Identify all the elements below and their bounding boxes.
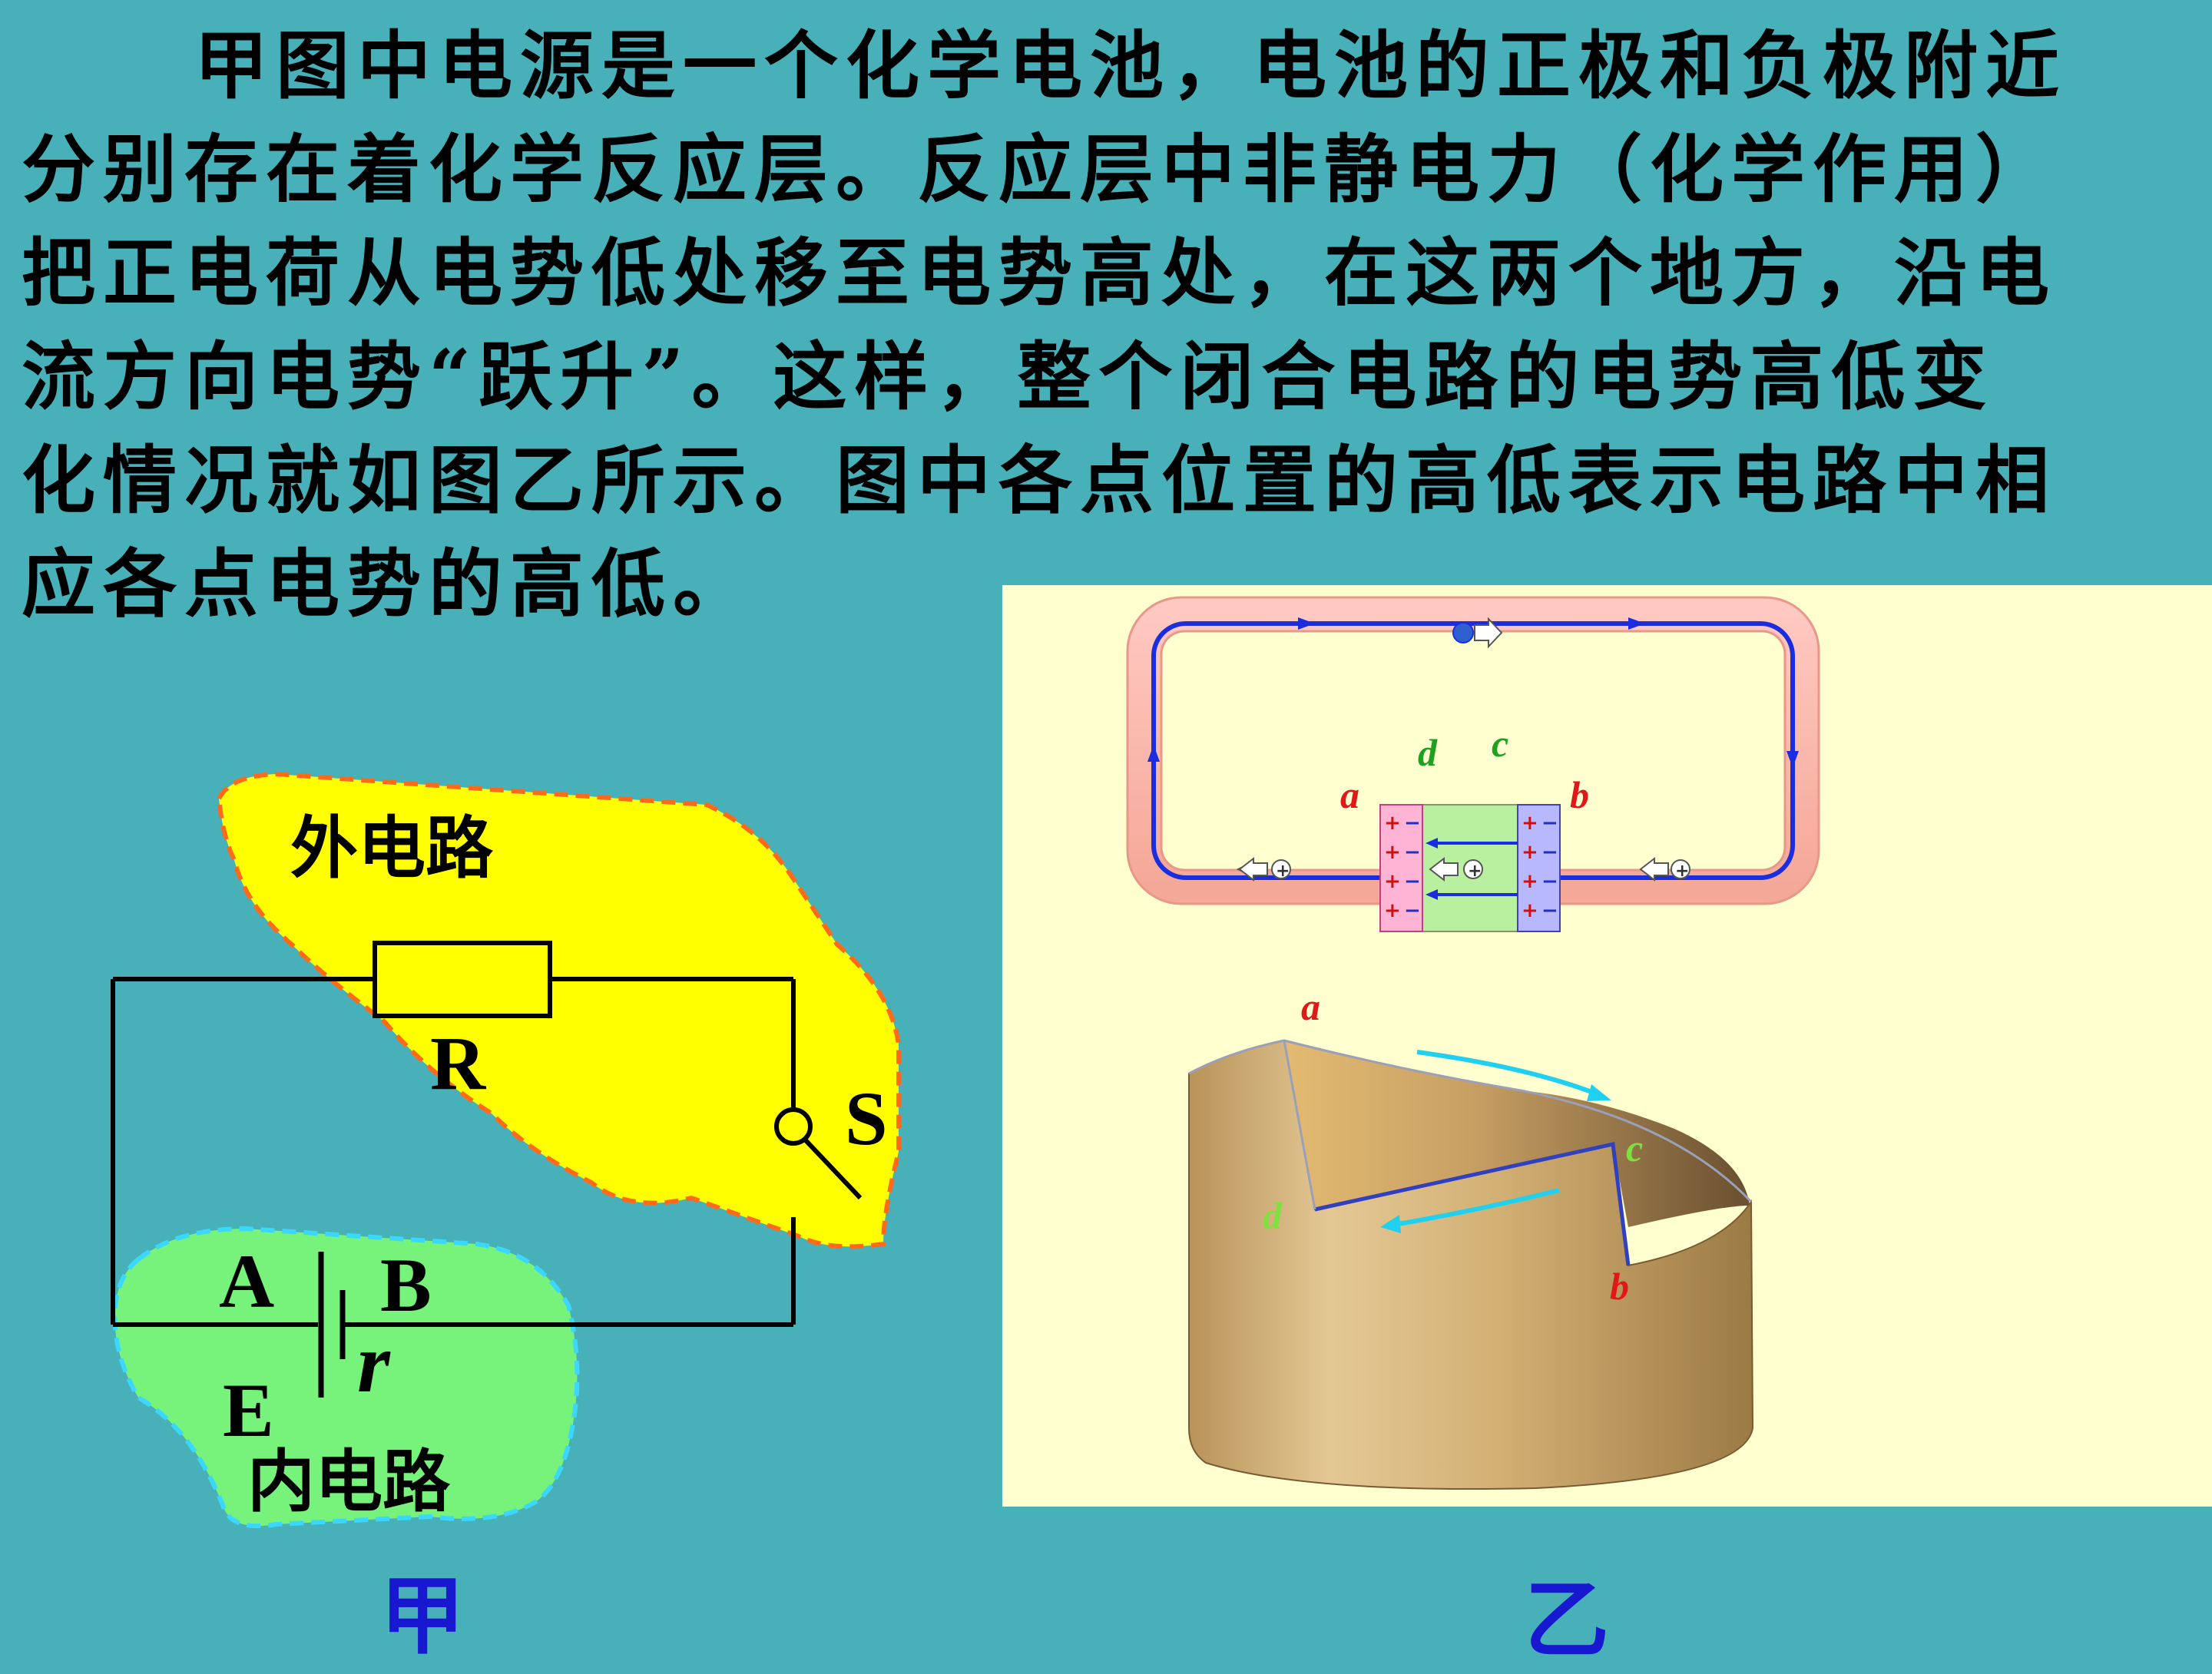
paragraph-line: 甲图中电源是一个化学电池，电池的正极和负极附近 — [194, 22, 2067, 109]
svg-text:−: − — [1404, 899, 1421, 922]
circuit-point-c: c — [1492, 722, 1508, 765]
svg-text:+: + — [1384, 812, 1401, 835]
flow-arrowheads — [1380, 1084, 1611, 1233]
svg-text:−: − — [1404, 841, 1421, 864]
cylinder-point-a: a — [1301, 985, 1320, 1028]
switch — [774, 1107, 863, 1200]
svg-text:+: + — [1384, 899, 1401, 922]
cylinder-point-b: b — [1610, 1265, 1629, 1308]
paragraph-line: 流方向电势“跃升”。这样，整个闭合电路的电势高低变 — [22, 333, 1995, 420]
resistor-label: R — [430, 1021, 487, 1106]
emf-label: E — [223, 1368, 274, 1453]
charge-plus-label: + — [1276, 862, 1290, 881]
figure-yi-caption: 乙 — [1525, 1571, 1609, 1669]
circuit-point-d: d — [1418, 731, 1438, 774]
charge-motion-icon-right: + — [1639, 856, 1690, 882]
cylinder-rim — [1188, 1039, 1753, 1203]
cylinder-point-c: c — [1626, 1126, 1643, 1169]
flow-arrows — [1393, 1050, 1599, 1227]
svg-text:+: + — [1384, 841, 1401, 864]
potential-drop-edge — [1314, 1141, 1631, 1266]
svg-text:−: − — [1541, 870, 1558, 893]
svg-text:+: + — [1522, 841, 1538, 864]
svg-text:−: − — [1541, 841, 1558, 864]
description-paragraph: 甲图中电源是一个化学电池，电池的正极和负极附近 分别存在着化学反应层。反应层中非… — [22, 14, 2195, 636]
internal-charge-icon: + — [1429, 856, 1483, 882]
svg-text:−: − — [1404, 812, 1421, 835]
terminal-a-label: A — [219, 1239, 274, 1324]
internal-circuit-label: 内电路 — [247, 1442, 451, 1521]
switch-label: S — [845, 1076, 888, 1161]
potential-jump-edge — [1283, 1040, 1316, 1210]
cylinder-point-d: d — [1263, 1194, 1283, 1237]
charge-plus-label: + — [1675, 862, 1689, 881]
internal-circuit-region — [112, 1226, 580, 1529]
svg-text:−: − — [1541, 899, 1558, 922]
circuit-wires — [111, 977, 796, 1327]
figure-jia: 外电路 R S A B E r 内电路 — [111, 771, 901, 1529]
svg-text:+: + — [1522, 870, 1538, 893]
internal-resistance-label: r — [357, 1316, 391, 1410]
external-circuit-label: 外电路 — [290, 809, 494, 888]
internal-current-arrows — [1426, 838, 1518, 900]
charge-plus-label: + — [1468, 862, 1482, 881]
battery-circuit-diagram: + + + − + − + − + − + − + — [1126, 596, 1820, 932]
paragraph-line: 化情况就如图乙所示。图中各点位置的高低表示电路中相 — [22, 437, 2057, 524]
svg-text:+: + — [1522, 812, 1538, 835]
figure-jia-caption: 甲 — [380, 1567, 465, 1666]
figure-yi: + + + − + − + − + − + − + — [1002, 585, 2212, 1507]
svg-text:−: − — [1404, 870, 1421, 893]
external-circuit-region — [216, 771, 901, 1249]
svg-text:+: + — [1384, 870, 1401, 893]
negative-reaction-layer — [1517, 804, 1561, 932]
terminal-b-label: B — [380, 1242, 432, 1328]
svg-text:+: + — [1522, 899, 1538, 922]
charge-motion-icon-left: + — [1236, 856, 1291, 882]
cylinder-inner-wall — [1189, 1040, 1750, 1227]
battery-symbol — [318, 1252, 346, 1398]
current-arrows — [1147, 617, 1799, 768]
paragraph-line: 分别存在着化学反应层。反应层中非静电力（化学作用） — [22, 126, 2057, 213]
positive-reaction-layer — [1379, 804, 1423, 932]
layer-signs: + − + − + − + − + − + − + − + − — [1384, 812, 1558, 922]
circuit-point-b: b — [1570, 773, 1589, 816]
positive-charge-icon — [1452, 617, 1503, 649]
potential-cylinder-model: a c d b — [1188, 985, 1754, 1490]
svg-text:−: − — [1541, 812, 1558, 835]
circuit-point-a: a — [1340, 773, 1359, 816]
paragraph-line: 应各点电势的高低。 — [22, 541, 754, 627]
paragraph-line: 把正电荷从电势低处移至电势高处，在这两个地方，沿电 — [22, 230, 2057, 316]
resistor — [373, 941, 552, 1018]
